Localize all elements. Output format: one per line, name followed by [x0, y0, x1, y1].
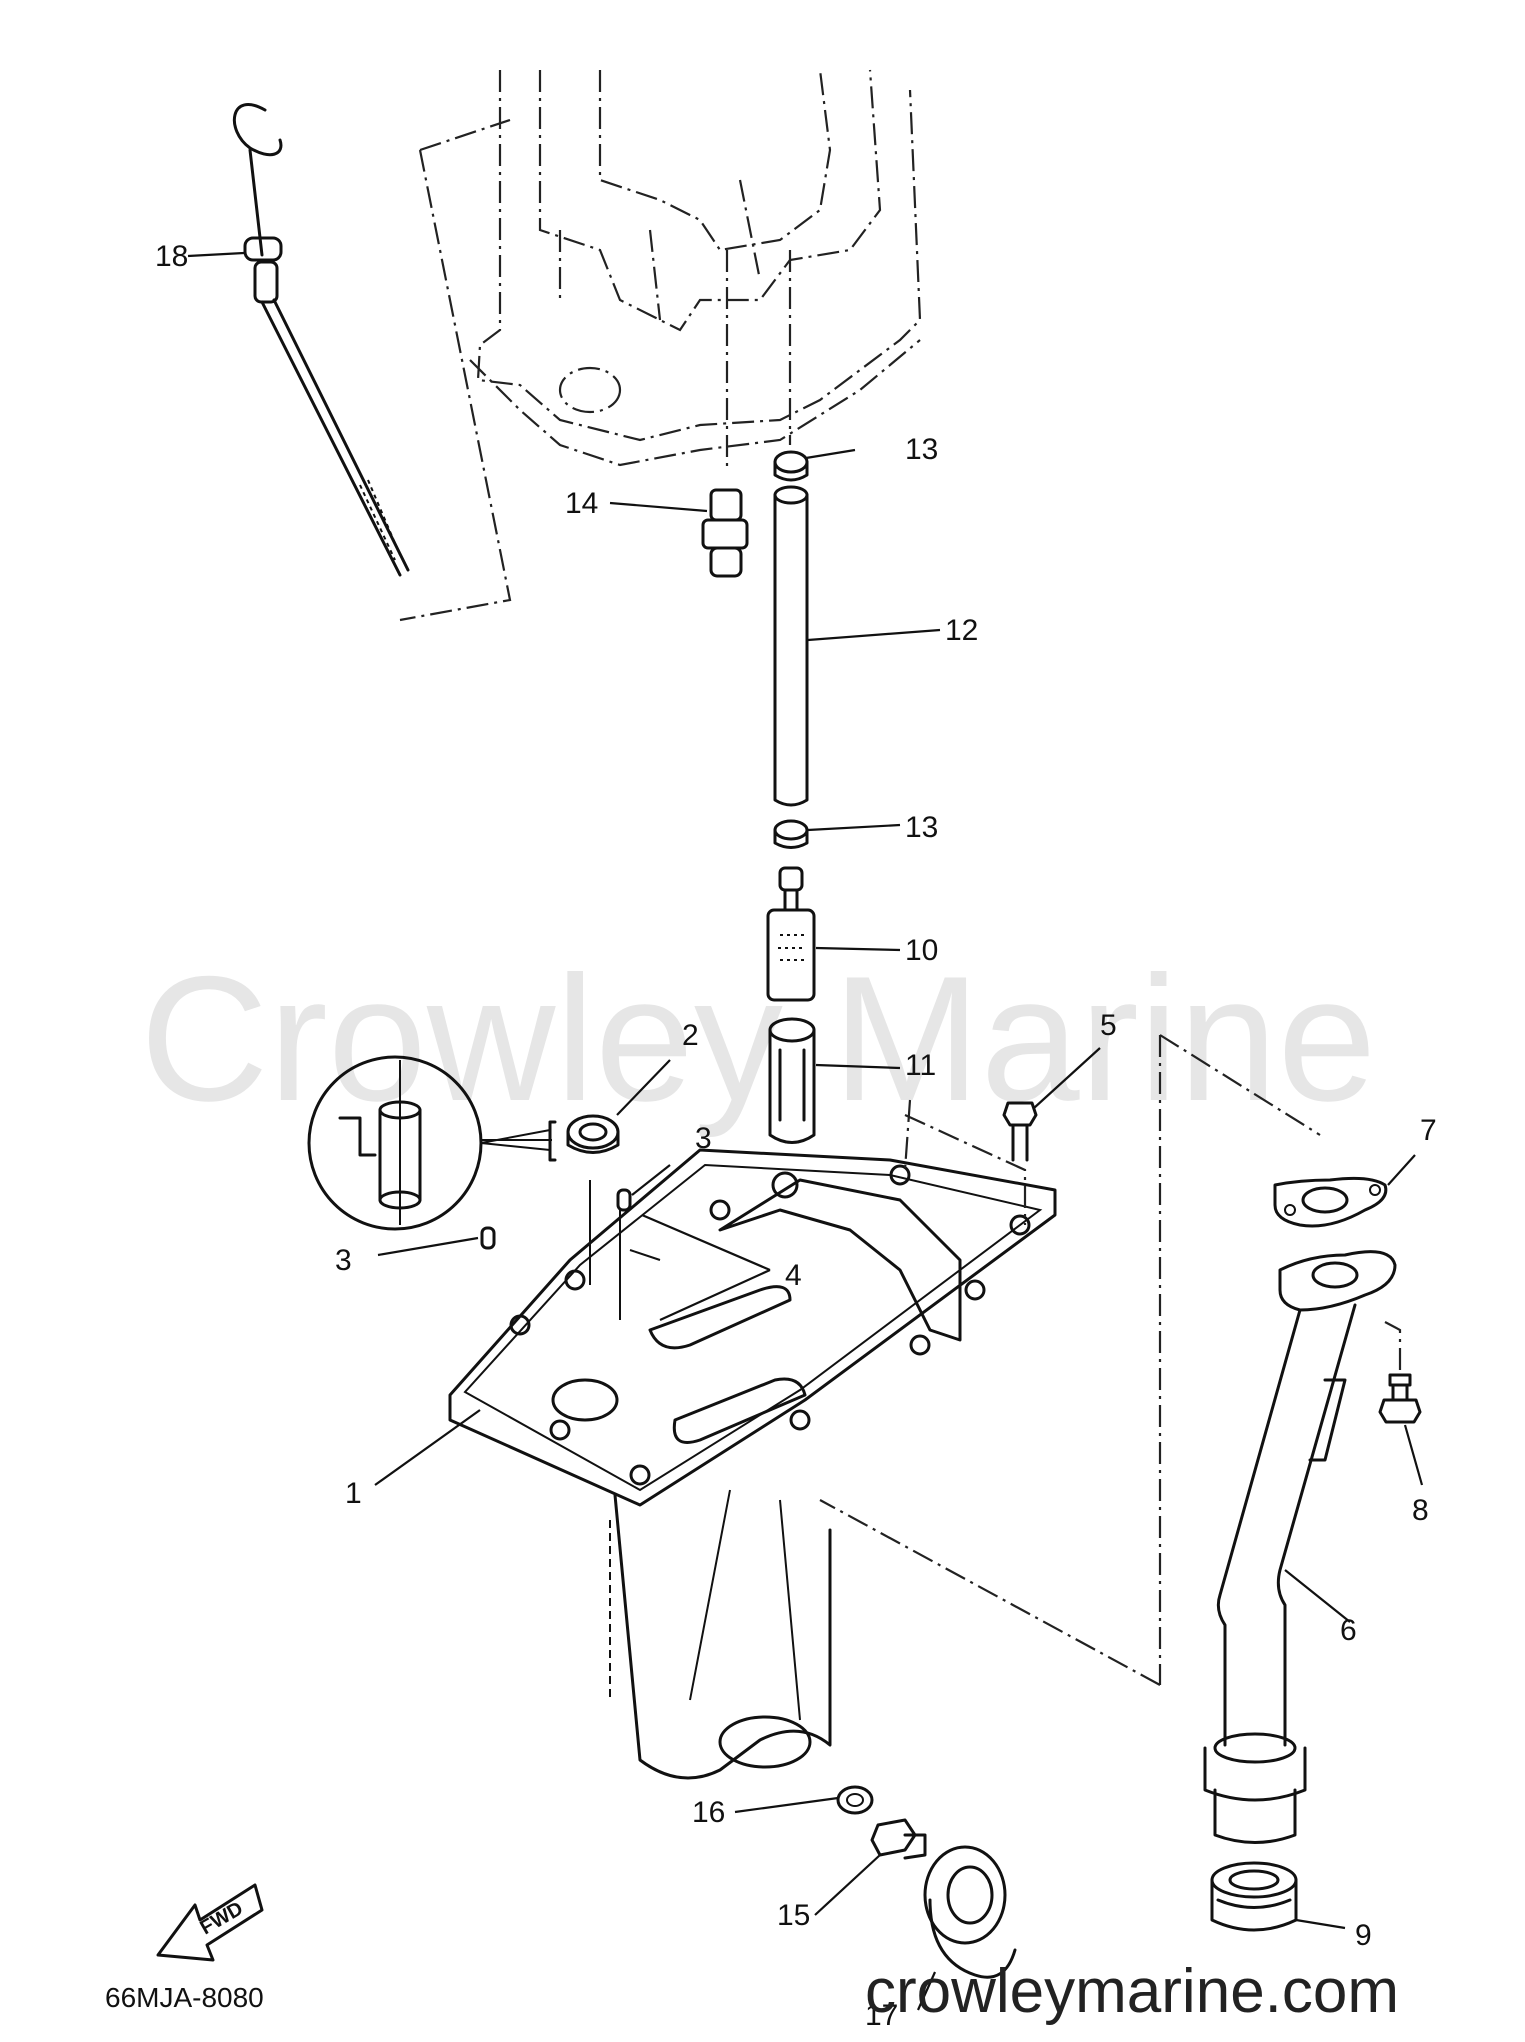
exhaust-pipe-gasket [1273, 1176, 1388, 1228]
callout-3b: 3 [335, 1244, 352, 1277]
callout-12: 12 [945, 614, 978, 647]
callout-13-bottom: 13 [905, 811, 938, 844]
callout-numbers: 1 2 3 3 4 5 6 7 8 9 10 11 12 13 13 14 15… [155, 240, 1437, 2032]
gasket-location-lines [589, 1180, 661, 1320]
exhaust-pipe-phantom [819, 1034, 1321, 1686]
grommet-top-body [773, 460, 809, 482]
callout-5: 5 [1100, 1009, 1117, 1042]
forward-direction-arrow: FWD [156, 1883, 264, 1962]
callout-10: 10 [905, 934, 938, 967]
fwd-label: FWD [197, 1898, 247, 1940]
callout-16: 16 [692, 1796, 725, 1829]
drain-gasket-hole [846, 1793, 864, 1807]
bolt-8 [1378, 1321, 1422, 1424]
drain-plug [870, 1818, 927, 1860]
oil-seal-detail-inset [307, 1055, 557, 1231]
exhaust-grommet [1210, 1861, 1298, 1932]
drain-gasket [836, 1785, 874, 1815]
callout-2: 2 [682, 1019, 699, 1052]
callout-6: 6 [1340, 1614, 1357, 1647]
exhaust-pipe [1203, 1250, 1397, 1844]
engine-block-phantom [399, 69, 922, 622]
watermark-text: Crowley Marine [140, 939, 1376, 1138]
callout-18: 18 [155, 240, 188, 273]
callout-8: 8 [1412, 1494, 1429, 1527]
bolt-5 [1002, 1101, 1038, 1162]
callout-4: 4 [785, 1259, 802, 1292]
callout-7: 7 [1420, 1114, 1437, 1147]
callout-13-top: 13 [905, 433, 938, 466]
exhaust-guide-oil-pan [448, 1148, 1057, 1780]
callout-14: 14 [565, 487, 598, 520]
oil-pipe-union [701, 488, 749, 578]
callout-11: 11 [905, 1049, 936, 1082]
callout-17: 17 [865, 1999, 898, 2032]
grommet-top [773, 450, 809, 474]
oil-pipe [773, 485, 809, 807]
dipstick [233, 103, 410, 577]
drawing-code: 66MJA-8080 [105, 1982, 264, 2013]
callout-3a: 3 [695, 1122, 712, 1155]
lower-grommet [923, 1845, 1017, 1979]
grommet-bottom [773, 819, 809, 849]
oil-seal [566, 1114, 620, 1154]
oil-strainer [766, 866, 816, 1002]
strainer-cover [768, 1017, 816, 1144]
dowel-pin-right [616, 1188, 632, 1212]
callout-1: 1 [345, 1477, 362, 1510]
callout-leader-lines [187, 251, 1424, 2011]
callout-9: 9 [1355, 1919, 1372, 1952]
website-link[interactable]: crowleymarine.com [865, 1957, 1399, 2026]
dowel-pin-left [480, 1226, 496, 1250]
callout-15: 15 [777, 1899, 810, 1932]
bolt-phantom-lines [903, 1099, 1027, 1225]
